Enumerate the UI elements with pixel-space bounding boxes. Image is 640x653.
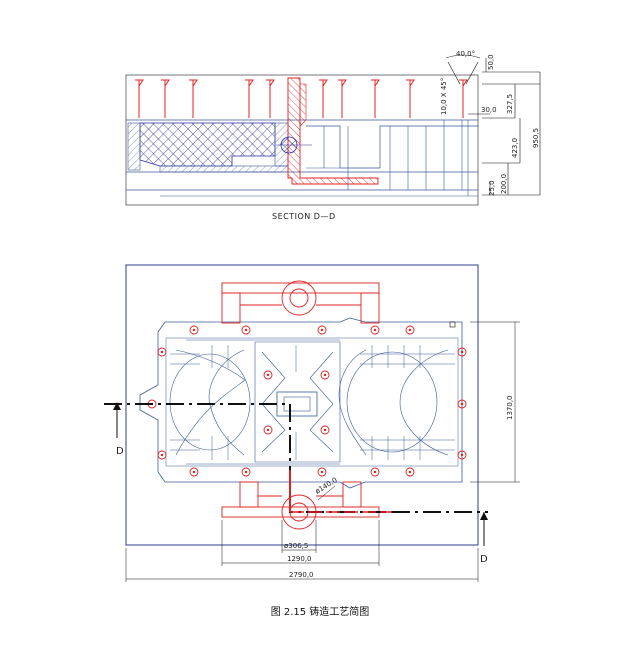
dim-chamfer: 10,0 X 45° [440, 78, 448, 115]
top-riser [221, 280, 380, 324]
vent-pins [135, 79, 468, 118]
dim-width-1290: 1290,0 [287, 555, 312, 563]
bottom-riser [221, 481, 380, 530]
section-mark-right: D [480, 554, 488, 565]
section-view: 40,0° 50,0 10,0 X 45° 30,0 327,5 423,0 9… [125, 50, 541, 221]
flask-frame [125, 264, 479, 546]
plan-view: D D 1370,0 ø140,0 ø306,5 1290,0 2790,0 [104, 264, 520, 582]
section-title: SECTION D—D [272, 212, 336, 221]
dim-h-200: 200,0 [500, 174, 508, 194]
dim-h-423: 423,0 [511, 138, 519, 158]
dim-width-2790: 2790,0 [289, 571, 314, 579]
dim-h-950: 950,5 [532, 128, 540, 148]
casting-outline [139, 317, 463, 489]
section-cut-line [104, 402, 488, 546]
dim-angle: 40,0° [456, 50, 475, 58]
dim-top-a: 50,0 [487, 54, 495, 70]
dim-h-25: 25,0 [488, 180, 496, 196]
vent-markers [147, 325, 467, 477]
dim-dia-140: ø140,0 [314, 476, 339, 496]
figure-caption: 图 2.15 铸造工艺简图 [270, 607, 370, 618]
section-mark-left: D [116, 446, 124, 457]
dim-height-1370: 1370,0 [506, 396, 514, 421]
dim-h-327: 327,5 [506, 94, 514, 114]
section-frame [125, 74, 479, 206]
dim-dia-306: ø306,5 [284, 542, 308, 550]
dim-width-30: 30,0 [481, 106, 497, 114]
cast-part-section [139, 122, 276, 167]
